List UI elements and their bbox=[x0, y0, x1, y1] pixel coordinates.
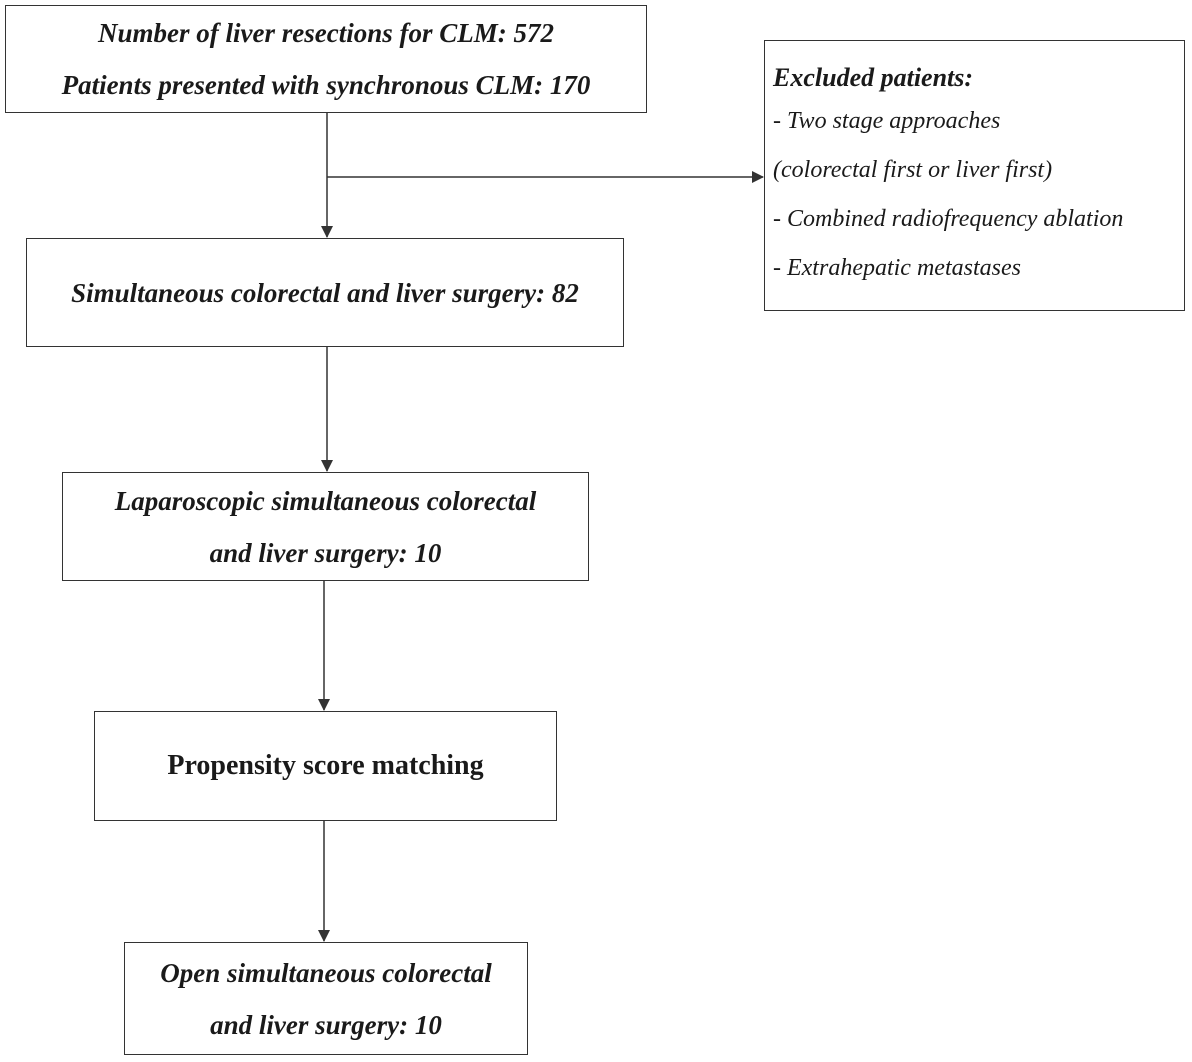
open-line-1: Open simultaneous colorectal bbox=[160, 957, 492, 988]
top-box-line-2: Patients presented with synchronous CLM:… bbox=[61, 70, 591, 100]
top-box-line-1: Number of liver resections for CLM: 572 bbox=[98, 18, 554, 48]
laparoscopic-line-1: Laparoscopic simultaneous colorectal bbox=[114, 485, 537, 516]
simultaneous-line-1: Simultaneous colorectal and liver surger… bbox=[71, 277, 579, 308]
laparoscopic-surgery-box: Laparoscopic simultaneous colorectal and… bbox=[62, 472, 589, 581]
laparoscopic-line-2: and liver surgery: 10 bbox=[209, 537, 442, 568]
excluded-heading: Excluded patients: bbox=[773, 63, 974, 92]
excluded-item-1: - Two stage approaches bbox=[773, 108, 1001, 134]
excluded-item-3: - Combined radiofrequency ablation bbox=[773, 206, 1124, 232]
top-box: Number of liver resections for CLM: 572 … bbox=[5, 5, 647, 113]
open-surgery-box: Open simultaneous colorectal and liver s… bbox=[124, 942, 528, 1055]
simultaneous-surgery-box: Simultaneous colorectal and liver surger… bbox=[26, 238, 624, 347]
excluded-item-4: - Extrahepatic metastases bbox=[773, 255, 1021, 281]
open-line-2: and liver surgery: 10 bbox=[210, 1009, 442, 1040]
excluded-item-2: (colorectal first or liver first) bbox=[773, 157, 1053, 183]
propensity-matching-box: Propensity score matching bbox=[94, 711, 557, 821]
excluded-patients-box: Excluded patients: - Two stage approache… bbox=[764, 40, 1185, 311]
matching-line-1: Propensity score matching bbox=[167, 750, 484, 781]
